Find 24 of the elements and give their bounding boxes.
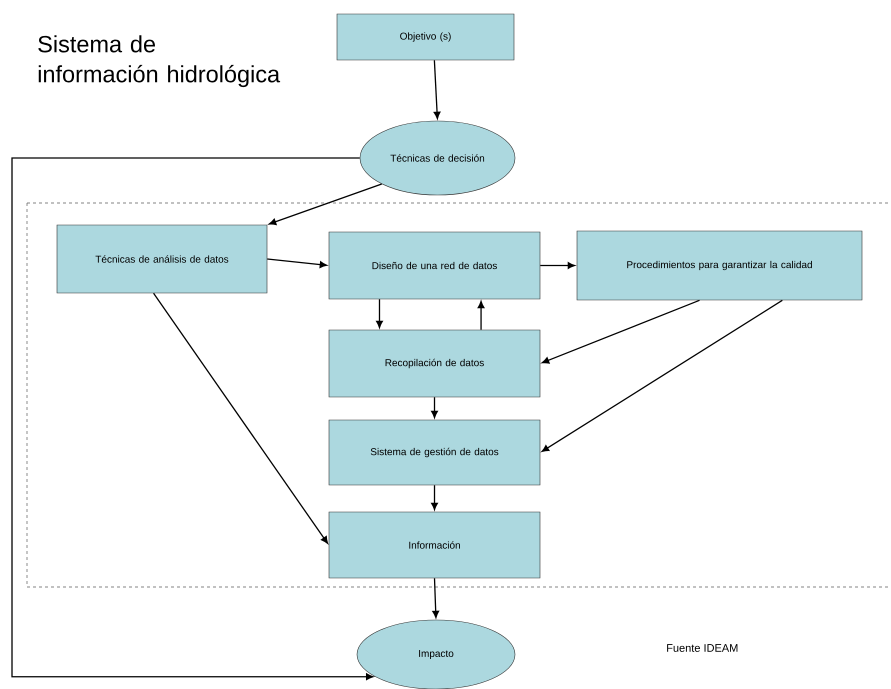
arrow (153, 292, 328, 544)
arrow (11, 157, 374, 680)
arrow (542, 300, 700, 364)
title: Sistema de información hidrológica (38, 35, 280, 88)
arrow (431, 397, 438, 418)
ellipse-node: Técnicas de decisión (360, 120, 516, 196)
arrow (267, 258, 328, 268)
arrow (431, 485, 438, 510)
ellipse-node: Impacto (356, 620, 516, 689)
arrow (540, 262, 576, 269)
process-box: Recopilación de datos (328, 330, 540, 398)
arrow (432, 578, 440, 618)
source-note: Fuente IDEAM (667, 644, 738, 652)
arrow (376, 299, 383, 328)
arrow (478, 300, 484, 330)
process-box: Técnicas de análisis de datos (56, 224, 268, 294)
arrow (542, 300, 783, 452)
process-box: Objetivo (s) (336, 14, 514, 60)
process-box: Información (328, 512, 540, 578)
process-box: Procedimientos para garantizar la calidad (576, 230, 862, 300)
arrow (268, 183, 382, 226)
process-box: Sistema de gestión de datos (328, 420, 540, 486)
arrow (434, 60, 440, 120)
process-box: Diseño de una red de datos (328, 232, 540, 300)
